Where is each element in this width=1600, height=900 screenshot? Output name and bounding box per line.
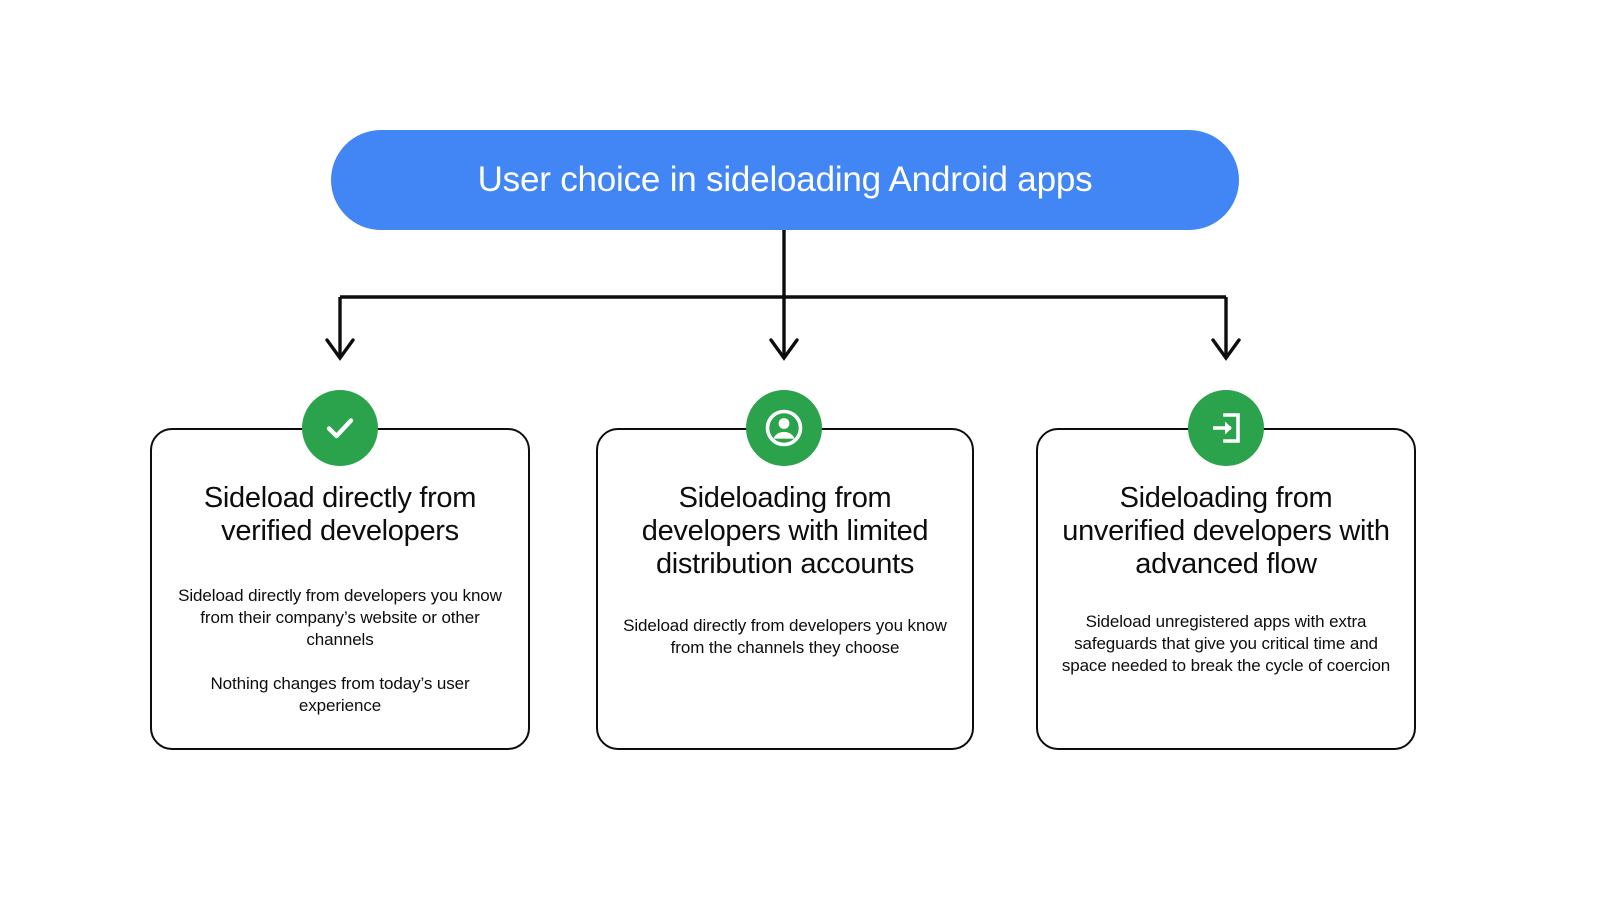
branch-card-1-title: Sideload directly from verified develope…: [203, 482, 477, 548]
branch-card-3-title: Sideloading from unverified developers w…: [1062, 482, 1390, 581]
root-node-pill: User choice in sideloading Android apps: [331, 130, 1239, 230]
branch-badge-1: [302, 390, 378, 466]
branch-badge-3: [1188, 390, 1264, 466]
branch-card-1: Sideload directly from verified develope…: [150, 428, 530, 750]
branch-card-1-paragraph-2: Nothing changes from today’s user experi…: [210, 674, 470, 716]
arrowhead-2: [769, 338, 799, 361]
root-node-label: User choice in sideloading Android apps: [477, 159, 1093, 199]
account-circle-icon: [762, 406, 806, 450]
branch-card-3-paragraph-1: Sideload unregistered apps with extra sa…: [1061, 612, 1391, 676]
arrowhead-3: [1211, 338, 1241, 361]
exit-to-app-icon: [1204, 406, 1248, 450]
branch-card-1-paragraph-1: Sideload directly from developers you kn…: [178, 586, 502, 650]
branch-card-2-title: Sideloading from developers with limited…: [641, 482, 929, 581]
branch-card-2-paragraph-1: Sideload directly from developers you kn…: [623, 616, 947, 658]
branch-card-2: Sideloading from developers with limited…: [596, 428, 974, 750]
arrowhead-1: [325, 338, 355, 361]
branch-card-3: Sideloading from unverified developers w…: [1036, 428, 1416, 750]
check-circle-icon: [318, 406, 362, 450]
branch-badge-2: [746, 390, 822, 466]
